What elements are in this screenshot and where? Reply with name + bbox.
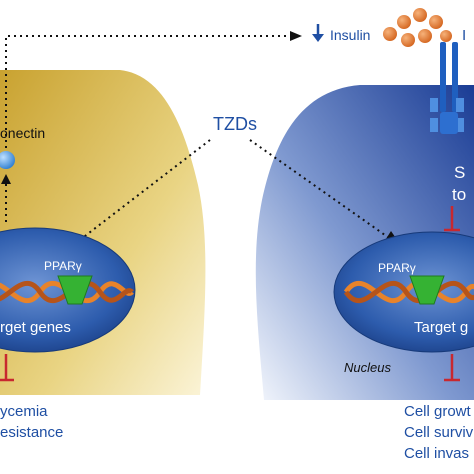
adiponectin-secretion-arrow [1, 174, 11, 222]
signaling-label-line2: to [452, 185, 466, 204]
nucleus-label: Nucleus [344, 360, 391, 375]
outcome-cell-invasion: Cell invas [404, 445, 469, 462]
outcome-cell-growth: Cell growt [404, 403, 472, 420]
right-outcomes: Cell growt Cell surviv Cell invas [404, 403, 474, 462]
insulin-decrease-label: Insulin [312, 24, 370, 43]
outcome-cell-survival: Cell surviv [404, 424, 474, 441]
adiponectin-label: onectin [0, 125, 45, 141]
outcome-insulin-resistance: esistance [0, 424, 63, 441]
insulin-molecules [383, 8, 452, 47]
tzds-label: TZDs [213, 114, 257, 134]
adiponectin-insulin-arrow [5, 31, 302, 148]
outcome-hyperglycemia: ycemia [0, 403, 48, 420]
ppar-label-left: PPARγ [44, 259, 82, 273]
signaling-label-line1: S [454, 163, 465, 182]
right-inhibition-bar [444, 354, 460, 382]
insulin-label: Insulin [330, 27, 370, 43]
target-genes-label-right: Target g [414, 319, 468, 336]
right-nucleus: PPARγ Target g [333, 231, 474, 353]
ppar-label-right: PPARγ [378, 261, 416, 275]
receptor-inhibition-bar [444, 206, 460, 232]
target-genes-label-left: rget genes [0, 319, 71, 336]
left-inhibition-bar [0, 354, 14, 382]
adiponectin-molecule [0, 151, 15, 169]
insulin-receptor-label: I [462, 27, 466, 44]
left-nucleus: PPARγ rget genes [0, 227, 136, 353]
left-outcomes: ycemia esistance [0, 403, 63, 441]
insulin-receptor [430, 42, 464, 134]
